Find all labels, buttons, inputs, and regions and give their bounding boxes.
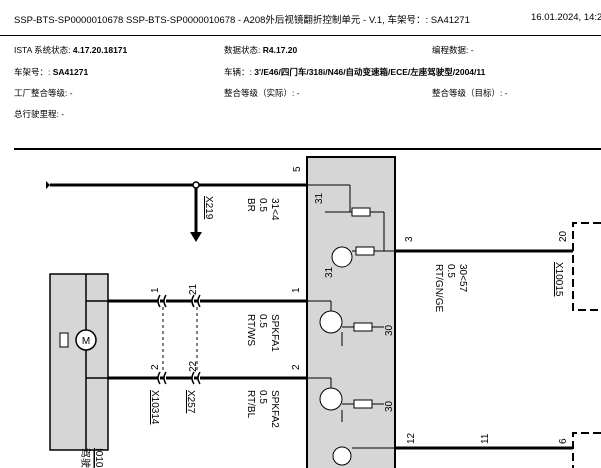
vehicle-field: 车辆：: 3'/E46/四门车/318i/N46/自动变速箱/ECE/左座驾驶型… <box>224 67 486 77</box>
ecu-box <box>306 156 396 468</box>
link-i010[interactable]: I010 <box>93 448 104 468</box>
ecu-label-30-a: 30 <box>384 324 395 336</box>
pin-6: 6 <box>558 438 569 444</box>
mileage-field: 总行驶里程: - <box>14 109 65 119</box>
connector-break-marks <box>157 294 201 385</box>
vin-field: 车架号：: SA41271 <box>14 67 89 77</box>
wire-desc-30-57: 30<57 0.5 RT/GN/GE <box>433 264 468 312</box>
pin-22: 22 <box>188 360 199 372</box>
pin-3: 3 <box>404 236 415 242</box>
svg-text:0.5: 0.5 <box>257 198 268 212</box>
ecu-label-31-top: 31 <box>314 192 325 204</box>
wire-desc-ground: 31<4 0.5 BR <box>245 198 280 221</box>
document-date: 16.01.2024, 14:2 <box>531 12 601 23</box>
wire-ground-arrow <box>46 181 50 189</box>
document-title: SSP-BTS-SP0000010678 SSP-BTS-SP000001067… <box>14 15 470 26</box>
wire-desc-spkfa2: SPKFA2 0.5 RT/BL <box>245 390 280 428</box>
splice-point <box>192 181 200 189</box>
separator <box>14 148 601 150</box>
svg-text:RT/WS: RT/WS <box>245 314 256 346</box>
pin-5: 5 <box>292 166 303 172</box>
pin-21: 21 <box>188 283 199 295</box>
svg-text:SPKFA1: SPKFA1 <box>269 314 280 352</box>
link-x10015[interactable]: X10015 <box>553 262 564 297</box>
connector-x10015-box <box>572 222 601 311</box>
shield-dashes <box>162 307 198 372</box>
svg-text:0.5: 0.5 <box>257 314 268 328</box>
programming-data: 编程数据: - <box>432 45 474 55</box>
pin-1-motor: 1 <box>150 287 161 293</box>
svg-text:RT/GN/GE: RT/GN/GE <box>433 264 444 312</box>
svg-text:RT/BL: RT/BL <box>245 390 256 419</box>
ground-arrow <box>190 232 202 242</box>
factory-integration-level: 工厂整合等级: - <box>14 88 73 98</box>
svg-text:0.5: 0.5 <box>445 264 456 278</box>
pin-1-ecu: 1 <box>291 287 302 293</box>
link-x10314[interactable]: X10314 <box>149 390 160 425</box>
pin-12: 12 <box>406 432 417 444</box>
motor-brush-icon <box>59 332 69 348</box>
target-integration-level: 整合等级（目标）: - <box>432 88 508 98</box>
wire-desc-spkfa1: SPKFA1 0.5 RT/WS <box>245 314 280 352</box>
pin-2-ecu: 2 <box>291 364 302 370</box>
data-status: 数据状态: R4.17.20 <box>224 45 298 55</box>
motor-label: M <box>82 336 90 347</box>
pin-20: 20 <box>558 230 569 242</box>
ecu-internal-circuit <box>307 184 395 466</box>
svg-text:30<57: 30<57 <box>457 264 468 293</box>
svg-text:31<4: 31<4 <box>269 198 280 221</box>
motor-icon <box>75 329 97 351</box>
bottom-label: 驾驶 <box>79 448 92 468</box>
svg-text:0.5: 0.5 <box>257 390 268 404</box>
page-header: SSP-BTS-SP0000010678 SSP-BTS-SP000001067… <box>0 0 601 36</box>
ecu-label-30-b: 30 <box>384 400 395 412</box>
connector-lower-box <box>572 432 601 468</box>
wiring-diagram: M 5 3 20 1 21 1 2 22 2 12 11 6 31 31 30 … <box>46 156 601 468</box>
mirror-motor-box <box>49 273 109 451</box>
svg-text:SPKFA2: SPKFA2 <box>269 390 280 428</box>
link-x257[interactable]: X257 <box>185 390 196 414</box>
actual-integration-level: 整合等级（实际）: - <box>224 88 300 98</box>
pin-2-motor: 2 <box>150 364 161 370</box>
ecu-label-31-mid: 31 <box>324 266 335 278</box>
pin-11: 11 <box>480 433 491 444</box>
svg-text:BR: BR <box>245 198 256 212</box>
ista-status: ISTA 系统状态: 4.17.20.18171 <box>14 45 128 55</box>
link-x219[interactable]: X219 <box>203 196 214 220</box>
